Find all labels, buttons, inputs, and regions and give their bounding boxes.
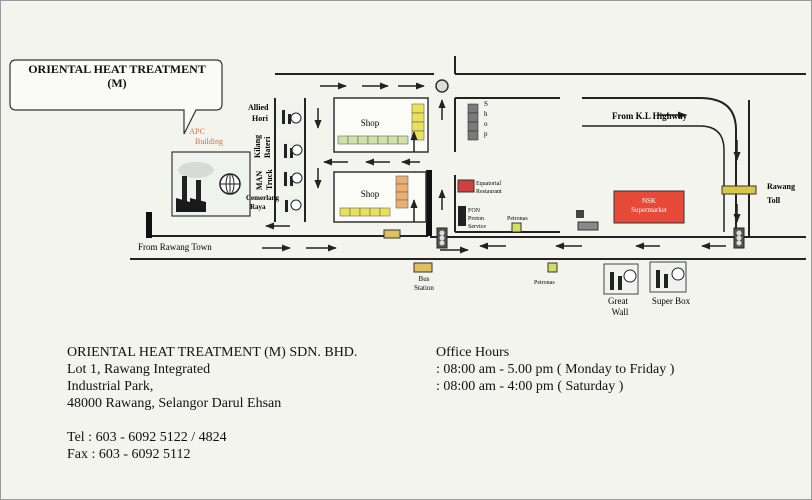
fon-proton-marker [458,206,466,226]
from-rawang-label: From Rawang Town [138,242,212,252]
apc-building-icon [171,151,251,217]
fon-label-1: FON [468,208,481,214]
great-wall-label-2: Wall [612,307,629,317]
shop-vertical-s: S [484,100,488,108]
apc-label-2: Building [195,137,223,146]
cemerlang-label: Cemerlang [246,194,280,202]
office-hours: Office Hours : 08:00 am - 5.00 pm ( Mond… [436,344,674,395]
shop-bottom-label: Shop [361,189,380,199]
rawang-toll-label-1: Rawang [767,182,795,191]
petronas-lower-label: Petronas [534,280,555,286]
fax-number: Fax : 603 - 6092 5112 [67,447,191,462]
address-line-3: 48000 Rawang, Selangor Darul Ehsan [67,396,282,411]
shop-vertical-p: p [484,130,488,138]
callout-title: ORIENTAL HEAT TREATMENT (M) [14,62,220,90]
address-line-1: Lot 1, Rawang Integrated [67,362,211,377]
equatorial-label-1: Equatorial [476,181,501,187]
office-hours-saturday: : 08:00 am - 4:00 pm ( Saturday ) [436,379,624,394]
kilang-label: Kilang [253,135,262,158]
nsk-label-2: Supermarket [631,206,667,214]
rawang-toll-label-2: Toll [767,196,781,205]
apc-label-1: APC [189,127,205,136]
allied-hori-label-1: Allied [248,103,269,112]
building-marker [577,221,599,231]
petronas-upper-marker [511,222,522,233]
shop-vertical-block [467,103,479,141]
factory-icon [276,104,302,128]
rawang-toll-gate [721,185,757,195]
great-wall-label-1: Great [608,296,628,306]
equatorial-label-2: Restaurant [476,189,502,195]
company-info: ORIENTAL HEAT TREATMENT (M) SDN. BHD. Lo… [67,344,357,463]
from-kl-label: From K.L Highway [612,111,688,121]
factory-icon [278,138,303,162]
callout-line-1: ORIENTAL HEAT TREATMENT [28,62,206,76]
shop-vertical-o: o [484,120,488,128]
location-map: APC Building Allied Hori Kilang Bateri M… [9,56,806,317]
super-box-label: Super Box [652,296,691,306]
tel-number: Tel : 603 - 6092 5122 / 4824 [67,430,227,445]
office-hours-weekday: : 08:00 am - 5.00 pm ( Monday to Friday … [436,362,675,377]
truck-label: Truck [265,169,274,190]
traffic-light-icon [436,227,448,249]
shop-vertical-h: h [484,110,488,118]
traffic-light-icon [733,227,745,249]
address-line-2: Industrial Park, [67,379,154,394]
factory-icon [280,196,302,216]
bus-station-label-2: Station [414,284,434,292]
thick-road-marker [146,212,152,238]
callout-bubble [9,59,223,135]
shop-block-top [333,97,429,153]
fon-label-3: Service [468,224,486,230]
nsk-supermarket-marker [613,190,685,224]
super-box-icon [649,261,687,293]
direction-arrows [262,82,741,254]
callout-line-2: (M) [107,76,127,90]
map-labels: APC Building Allied Hori Kilang Bateri M… [138,100,795,317]
petronas-lower-marker [547,262,558,273]
shop-top-label: Shop [361,118,380,128]
great-wall-icon [603,263,639,295]
bus-station-icon [413,262,433,273]
nsk-label-1: NSK [642,197,656,205]
company-name: ORIENTAL HEAT TREATMENT (M) SDN. BHD. [67,345,358,360]
raya-label: Raya [250,203,266,211]
bus-station-label-1: Bus [419,275,430,283]
office-hours-title: Office Hours [436,345,510,360]
fon-label-2: Proton [468,216,484,222]
thick-road-marker [426,170,432,236]
equatorial-restaurant-marker [457,179,475,193]
bateri-label: Bateri [263,136,272,158]
factory-icon [278,166,303,190]
man-label: MAN [255,171,264,190]
allied-hori-label-2: Hori [252,114,269,123]
bus-icon [383,229,401,239]
shop-block-bottom [333,171,427,223]
petronas-upper-label: Petronas [507,216,528,222]
building-marker [576,210,584,218]
